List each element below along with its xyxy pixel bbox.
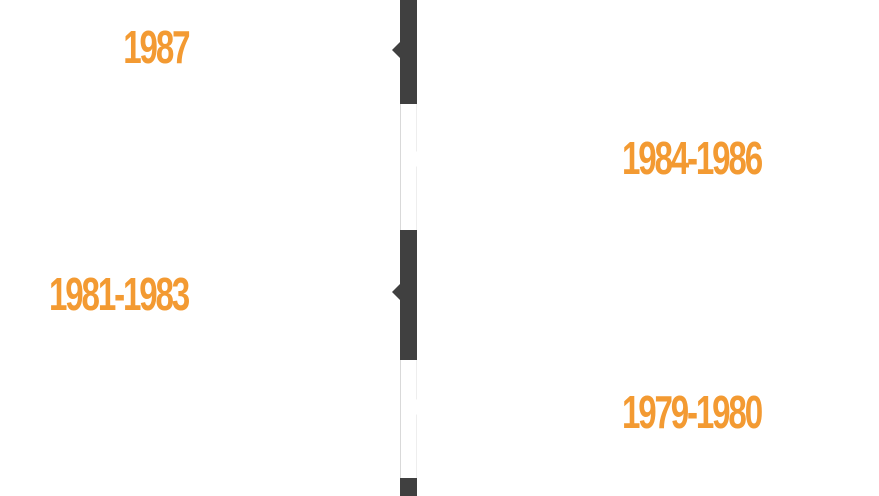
timeline-year-1987: 1987 — [122, 21, 190, 73]
timeline-axis — [392, 0, 424, 496]
axis-segment-1979-1980 — [400, 360, 424, 478]
axis-segment-1984-1986 — [400, 104, 424, 230]
axis-segment-1981-1983 — [392, 230, 417, 360]
timeline-year-1979-1980: 1979-1980 — [622, 386, 763, 438]
axis-pointer-1979-1980 — [415, 398, 424, 416]
timeline-year-1984-1986: 1984-1986 — [622, 132, 763, 184]
axis-pointer-1987 — [392, 41, 401, 59]
axis-segment-end — [400, 478, 417, 496]
axis-segment-1987 — [392, 0, 417, 104]
axis-pointer-1984-1986 — [415, 150, 424, 168]
timeline-year-1981-1983: 1981-1983 — [49, 268, 190, 320]
axis-pointer-1981-1983 — [392, 283, 401, 301]
